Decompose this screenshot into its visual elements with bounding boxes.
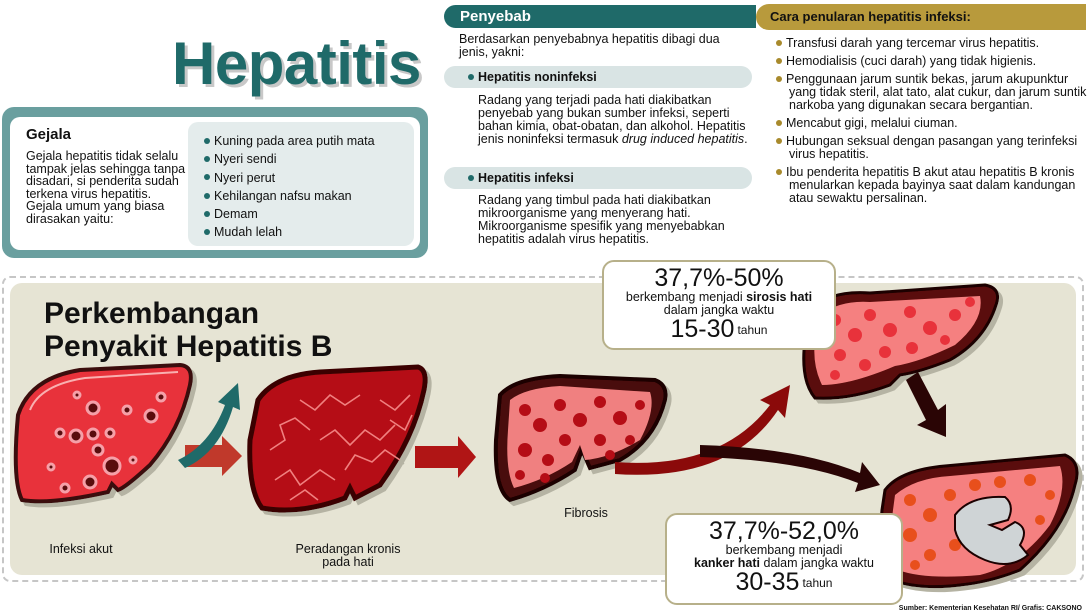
liver-cirrhosis-icon (802, 283, 1000, 400)
arrow-down-icon (906, 372, 946, 437)
penularan-header: Cara penularan hepatitis infeksi: (756, 4, 1086, 30)
bullet-icon (776, 168, 782, 175)
progression-title: Perkembangan Penyakit Hepatitis B (44, 297, 333, 363)
liver-acute-icon (13, 362, 193, 504)
bullet-icon (776, 119, 782, 126)
symptom-item: Mudah lelah (204, 223, 414, 241)
bullet-icon (468, 174, 474, 181)
bullet-icon (204, 229, 210, 236)
liver-chronic-icon (247, 364, 428, 513)
symptom-list: Kuning pada area putih mata Nyeri sendi … (188, 122, 414, 246)
liver-fibrosis-icon (493, 373, 668, 503)
recovery-arrow-icon (178, 383, 240, 468)
cirrhosis-desc: berkembang menjadi sirosis hati (625, 290, 813, 304)
arrow-right-icon (415, 436, 476, 478)
symptom-item: Kehilangan nafsu makan (204, 187, 414, 205)
bullet-icon (204, 192, 210, 199)
gejala-heading: Gejala (26, 126, 72, 143)
page-title: Hepatitis (172, 30, 421, 97)
stage-label-acute: Infeksi akut (49, 542, 113, 556)
penularan-item: Transfusi darah yang tercemar virus hepa… (776, 37, 1088, 50)
gejala-description: Gejala hepatitis tidak selalu tampak jel… (26, 149, 186, 226)
penularan-item: Mencabut gigi, melalui ciuman. (776, 117, 1088, 130)
infeksi-text: Radang yang timbul pada hati diakibatkan… (478, 193, 725, 246)
bullet-icon (776, 137, 782, 144)
cancer-stat-box: 37,7%-52,0% berkembang menjadi kanker ha… (665, 513, 903, 605)
progression-border (2, 276, 1084, 582)
penularan-item: Hubungan seksual dengan pasangan yang te… (776, 135, 1088, 161)
liver-cancer-icon (879, 453, 1079, 589)
penularan-item: Hemodialisis (cuci darah) yang tidak hig… (776, 55, 1088, 68)
bullet-icon (468, 73, 474, 80)
penularan-list: Transfusi darah yang tercemar virus hepa… (776, 37, 1088, 210)
bullet-icon (204, 156, 210, 162)
noninfeksi-text: Radang yang terjadi pada hati diakibatka… (478, 93, 748, 146)
noninfeksi-header: Hepatitis noninfeksi (444, 66, 752, 88)
arrow-right-icon (700, 445, 880, 492)
penyebab-intro: Berdasarkan penyebabnya hepatitis dibagi… (459, 32, 720, 59)
symptom-item: Nyeri perut (204, 169, 414, 187)
cancer-desc: kanker hati dalam jangka waktu (694, 555, 874, 570)
bullet-icon (776, 75, 782, 82)
cirrhosis-stat-box: 37,7%-50% berkembang menjadi sirosis hat… (602, 260, 836, 350)
stage-label-chronic: Peradangan kronis pada hati (295, 542, 401, 569)
stage-label-fibrosis: Fibrosis (564, 506, 608, 520)
symptom-item: Kuning pada area putih mata (204, 132, 414, 150)
bullet-icon (204, 174, 210, 181)
penyebab-header: Penyebab (444, 5, 756, 28)
penularan-item: Ibu penderita hepatitis B akut atau hepa… (776, 166, 1088, 205)
source-credit: Sumber: Kementerian Kesehatan RI/ Grafis… (898, 605, 1082, 612)
bullet-icon (776, 39, 782, 46)
symptom-item: Demam (204, 205, 414, 223)
symptom-item: Nyeri sendi (204, 150, 414, 168)
penularan-item: Penggunaan jarum suntik bekas, jarum aku… (776, 73, 1088, 112)
cirrhosis-percent: 37,7%-50% (654, 264, 784, 292)
infeksi-header: Hepatitis infeksi (444, 167, 752, 189)
bullet-icon (204, 210, 210, 217)
cancer-percent: 37,7%-52,0% (708, 517, 860, 545)
bullet-icon (776, 57, 782, 64)
bullet-icon (204, 137, 210, 144)
